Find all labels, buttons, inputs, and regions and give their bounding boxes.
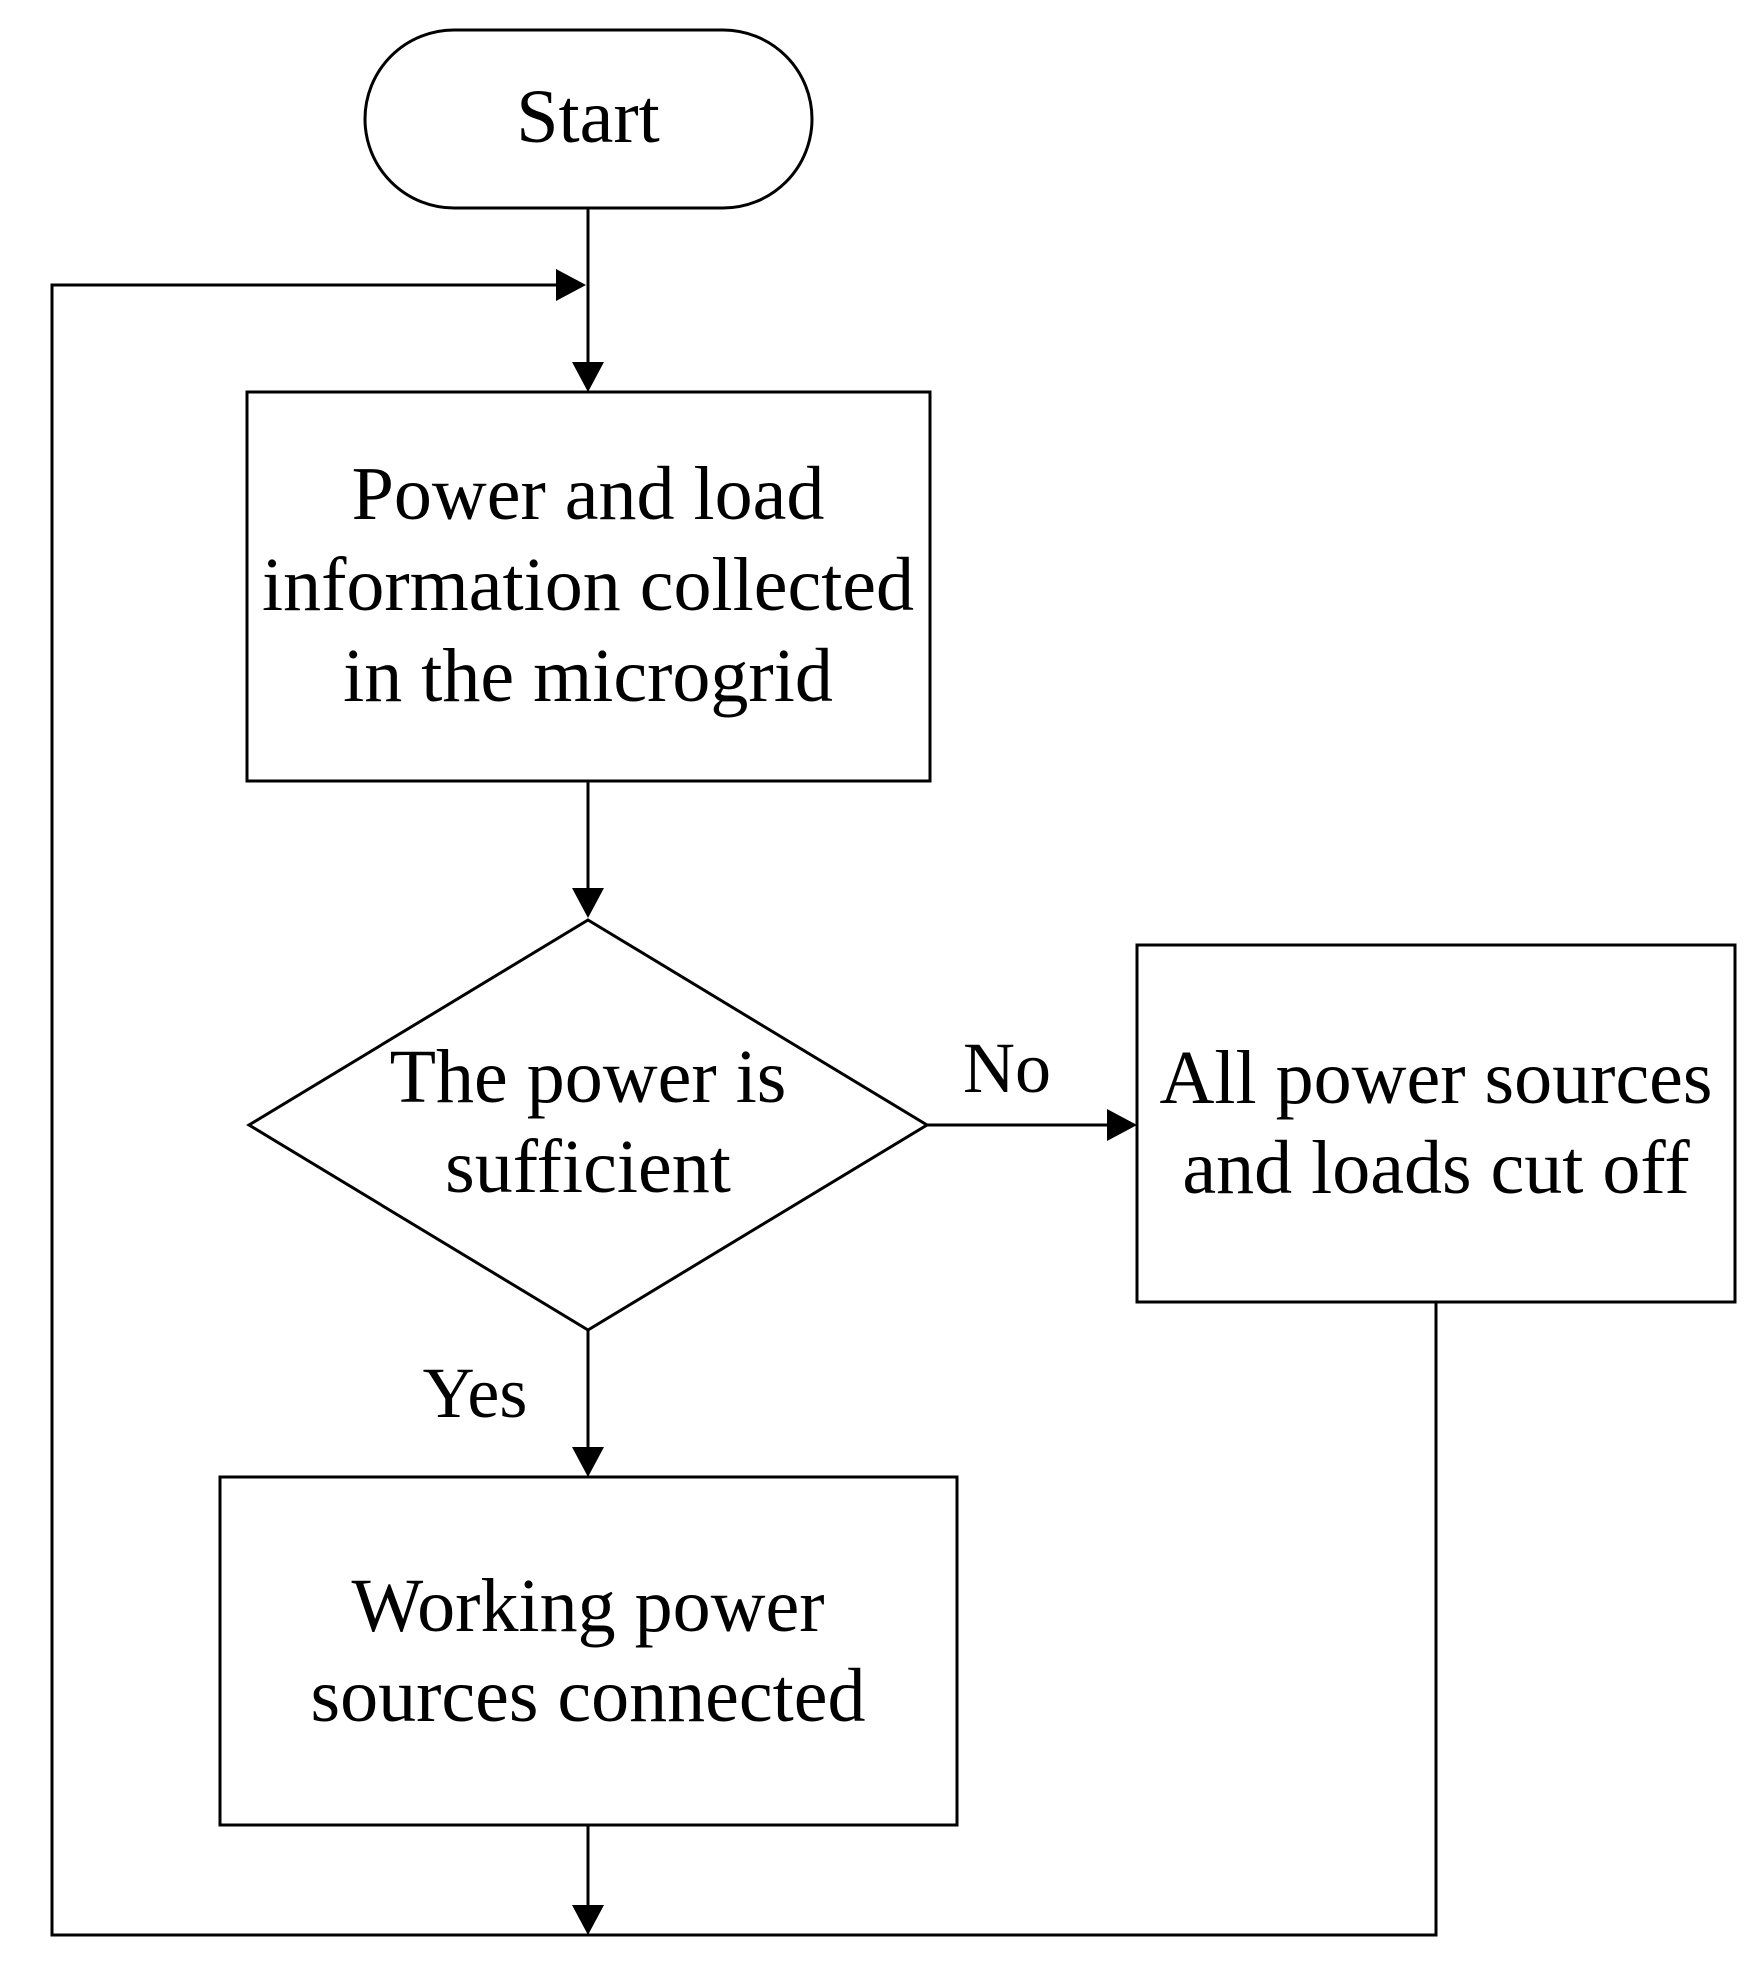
decision-label-line-1: The power is [390,1035,787,1119]
collect-node: Power and load information collected in … [245,390,932,783]
arrowhead-decision [572,888,604,918]
cutoff-label-line-1: All power sources [1160,1036,1713,1120]
start-label: Start [516,75,660,159]
connect-label-line-2: sources connected [311,1654,866,1738]
yes-label: Yes [423,1353,528,1433]
edge-loop-back [50,283,588,1937]
cutoff-label-line-2: and loads cut off [1182,1126,1690,1210]
arrowhead-loop [556,269,586,301]
no-label: No [963,1028,1051,1108]
collect-label-line-1: Power and load [352,452,825,536]
edge-cutoff-to-merge [588,1302,1438,1937]
arrowhead-connect [572,1447,604,1477]
arrowhead-cutoff [1107,1109,1137,1141]
arrowhead-collect [572,362,604,392]
arrowhead-merge [572,1905,604,1935]
connect-label-line-1: Working power [352,1564,825,1648]
cutoff-node: All power sources and loads cut off [1135,943,1737,1304]
collect-label-line-3: in the microgrid [343,634,833,718]
decision-label-line-2: sufficient [445,1125,731,1209]
connect-node: Working power sources connected [218,1475,959,1827]
collect-label-line-2: information collected [262,543,914,627]
start-node: Start [363,28,814,210]
decision-node: The power is sufficient [246,918,930,1332]
